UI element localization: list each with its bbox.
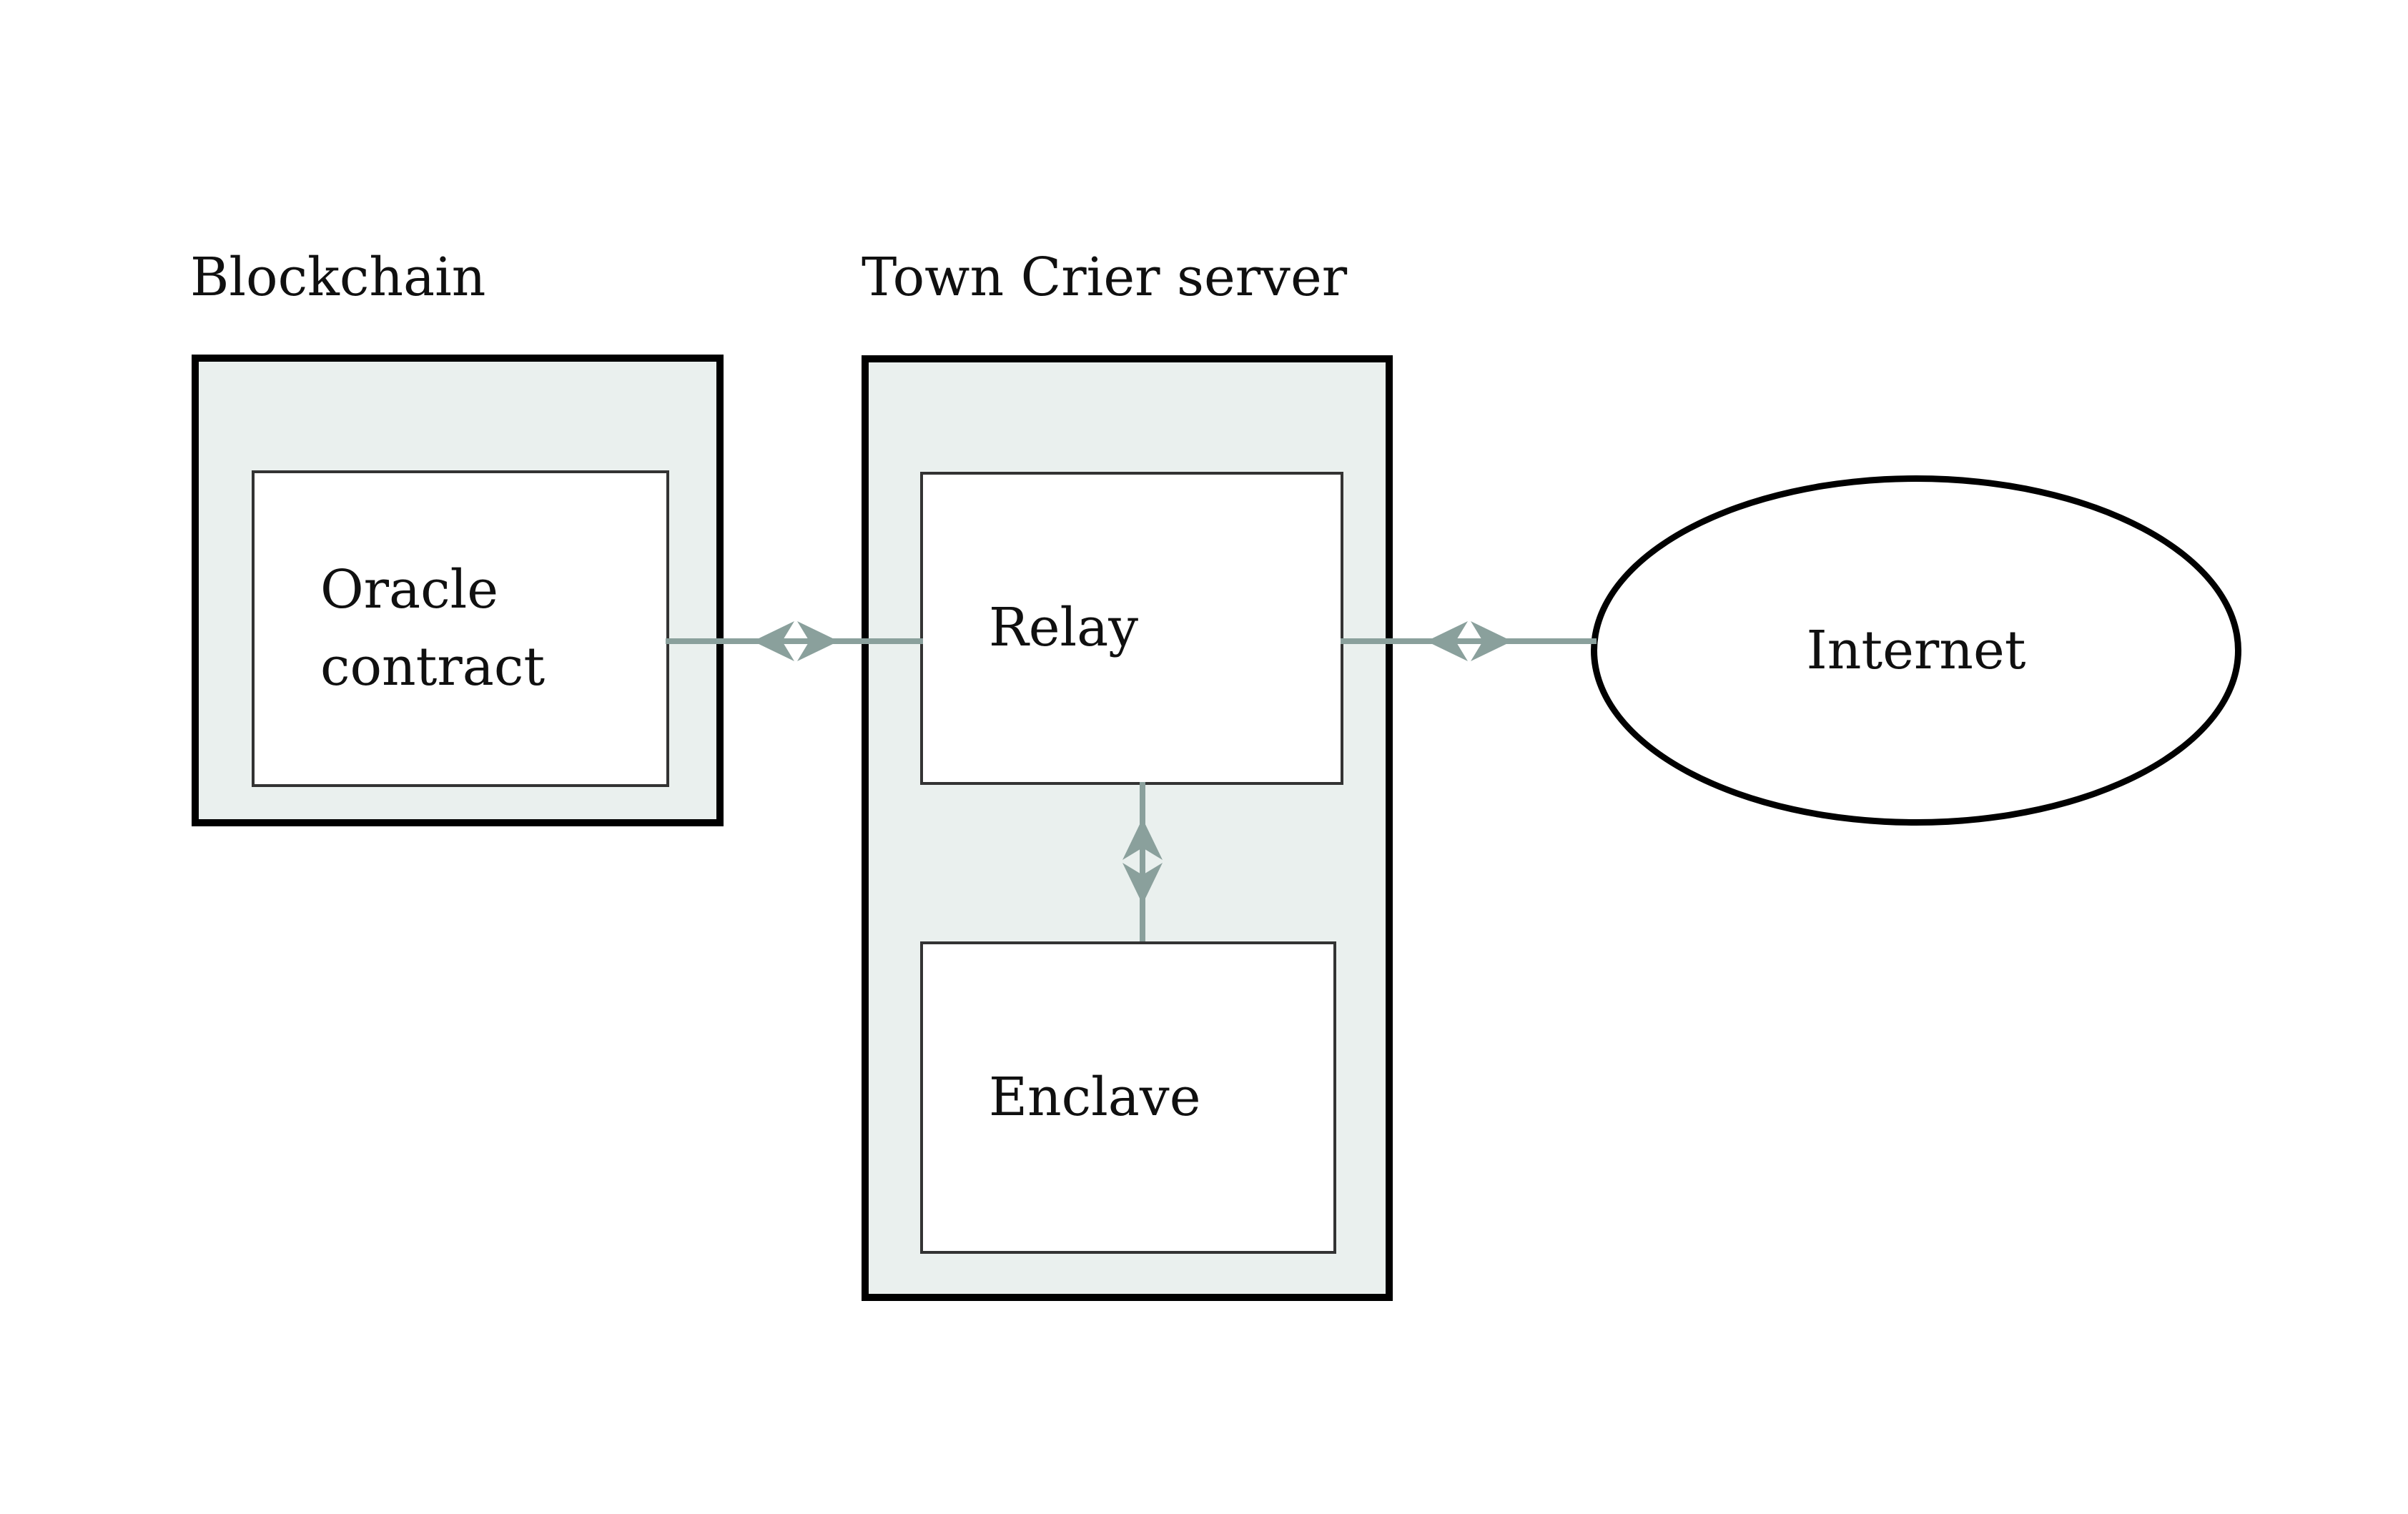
relay-label: Relay xyxy=(989,597,1139,659)
internet-label: Internet xyxy=(1806,620,2026,681)
oracle-contract-label: Oracle contract xyxy=(320,559,546,698)
oracle-contract-box: Oracle contract xyxy=(252,470,669,787)
enclave-label: Enclave xyxy=(989,1066,1201,1128)
enclave-box: Enclave xyxy=(920,941,1336,1254)
internet-ellipse: Internet xyxy=(1591,475,2241,826)
blockchain-title: Blockchain xyxy=(190,247,486,308)
town-crier-title: Town Crier server xyxy=(862,247,1348,308)
relay-box: Relay xyxy=(920,472,1343,785)
